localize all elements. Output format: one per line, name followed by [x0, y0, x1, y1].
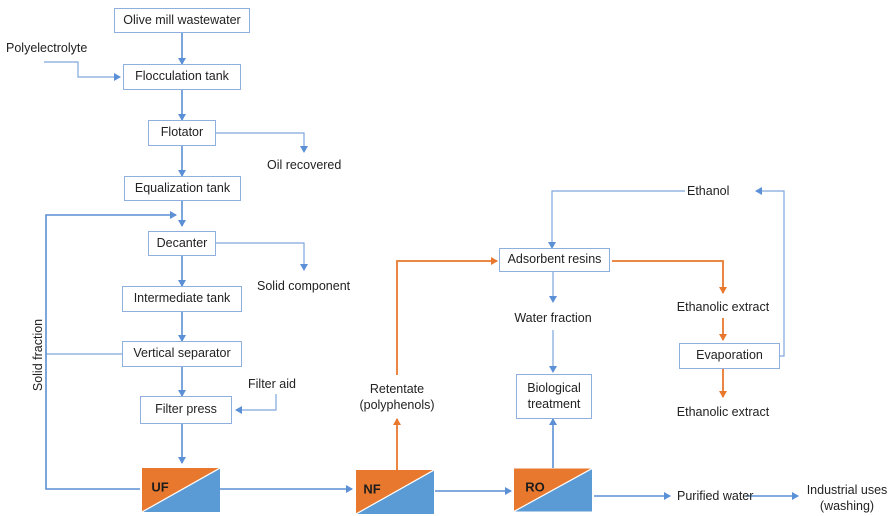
membrane-ro-divider: [514, 468, 592, 512]
label-purified-water: Purified water: [677, 489, 754, 503]
arrow-solid-component: [216, 242, 308, 271]
label-oil-recovered: Oil recovered: [267, 158, 342, 172]
label-solid-component: Solid component: [257, 279, 351, 293]
polyphenol-arrows: [393, 257, 727, 470]
label-ethanolic-extract-lower: Ethanolic extract: [676, 405, 770, 419]
label-ethanolic-extract-upper: Ethanolic extract: [676, 300, 770, 314]
box-decanter-label: Decanter: [156, 235, 208, 250]
arrow-solid-fraction-recycle: [45, 211, 177, 490]
membrane-uf-label: UF: [151, 479, 169, 495]
box-filter-press: Filter press: [140, 396, 232, 424]
label-industrial-uses: Industrial uses (washing): [806, 483, 888, 513]
box-intermediate-tank-label: Intermediate tank: [133, 291, 231, 306]
box-flotator-label: Flotator: [160, 125, 204, 140]
box-biological-treatment-label: Biological treatment: [527, 380, 581, 411]
label-polyelectrolyte: Polyelectrolyte: [6, 41, 88, 55]
arrow-ethanol-to-adsorbent: [548, 190, 685, 249]
box-flotator: Flotator: [148, 120, 216, 146]
box-flocculation-tank: Flocculation tank: [123, 64, 241, 90]
box-adsorbent-resins-label: Adsorbent resins: [507, 252, 602, 267]
membrane-nf-divider: [356, 470, 434, 514]
box-vertical-separator-label: Vertical separator: [133, 346, 231, 361]
arrow-adsorbent-to-extract: [612, 260, 727, 294]
box-equalization-tank-label: Equalization tank: [134, 180, 231, 195]
membrane-nf-icon: [356, 470, 434, 514]
label-filter-aid: Filter aid: [248, 377, 296, 391]
box-olive-mill-wastewater-label: Olive mill wastewater: [123, 12, 241, 27]
arrow-retentate-to-adsorbent: [396, 257, 498, 375]
box-evaporation: Evaporation: [679, 343, 780, 369]
side-arrows: [44, 61, 308, 414]
label-retentate: Retentate (polyphenols): [359, 382, 435, 412]
water-fraction-arrows: [548, 187, 785, 373]
box-biological-treatment: Biological treatment: [516, 374, 592, 419]
label-water-fraction: Water fraction: [514, 311, 592, 325]
membrane-uf-divider: [142, 468, 220, 512]
box-olive-mill-wastewater: Olive mill wastewater: [114, 8, 250, 33]
box-decanter: Decanter: [148, 231, 216, 256]
arrow-polyelectrolyte: [44, 61, 121, 81]
box-evaporation-label: Evaporation: [696, 348, 763, 363]
box-intermediate-tank: Intermediate tank: [122, 286, 242, 312]
box-filter-press-label: Filter press: [155, 402, 217, 417]
arrow-filter-aid: [235, 394, 277, 414]
membrane-nf-label: NF: [363, 481, 381, 497]
membrane-ro-icon: [514, 468, 592, 512]
membrane-train-arrows: [220, 418, 799, 500]
arrow-evaporation-to-ethanol: [755, 187, 785, 357]
membrane-ro-label: RO: [525, 479, 545, 495]
box-adsorbent-resins: Adsorbent resins: [499, 248, 610, 272]
membrane-uf-icon: [142, 468, 220, 512]
box-vertical-separator: Vertical separator: [122, 341, 242, 367]
label-ethanol: Ethanol: [687, 184, 730, 198]
arrow-oil-recovered: [216, 132, 308, 153]
box-equalization-tank: Equalization tank: [124, 176, 241, 201]
label-solid-fraction: Solid fraction: [31, 318, 45, 392]
box-flocculation-tank-label: Flocculation tank: [135, 69, 229, 84]
